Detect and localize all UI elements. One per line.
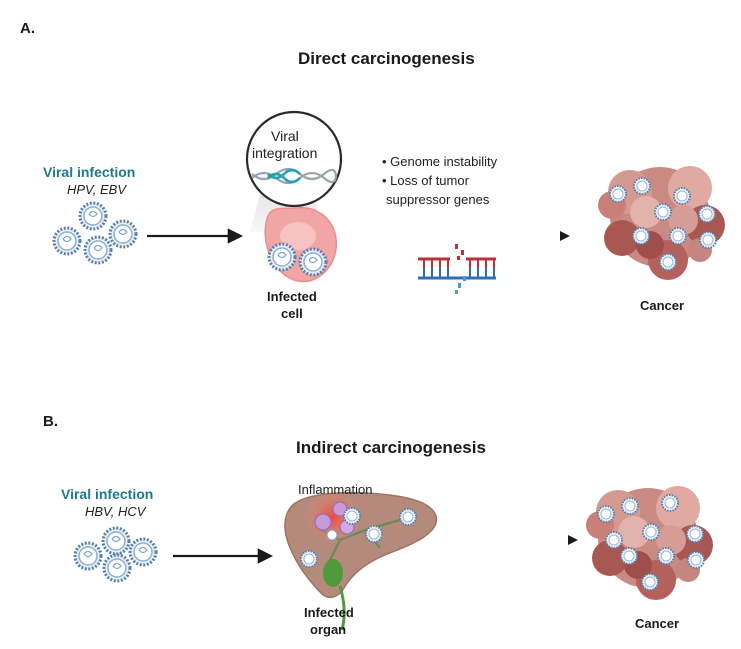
tumor-icon [586, 486, 713, 600]
panel-b-viruses: HBV, HCV [85, 504, 146, 519]
tumor-icon [598, 166, 725, 280]
panel-b-viral-infection: Viral infection [61, 486, 154, 502]
magnifier-icon [245, 110, 343, 208]
infected-cell-icon [264, 206, 338, 283]
infected-cell-label-line1: Infected [267, 289, 317, 304]
bullet-genome-instability: • Genome instability [382, 154, 498, 169]
liver-icon [284, 489, 438, 631]
virus-icon [52, 201, 138, 265]
infected-cell-label-line2: cell [281, 306, 303, 321]
bullet-suppressor-genes: suppressor genes [386, 192, 490, 207]
infected-organ-label-line2: organ [310, 622, 347, 637]
dna-icon [251, 167, 338, 185]
panel-b-label: B. [43, 413, 58, 430]
infected-organ-label-line1: Infected [304, 605, 354, 620]
integration-label-line2: integration [252, 145, 318, 161]
virus-icon [73, 526, 158, 583]
panel-a-viruses: HPV, EBV [67, 182, 127, 197]
panel-a-viral-infection: Viral infection [43, 164, 136, 180]
panel-a-cancer-label: Cancer [640, 298, 685, 313]
panel-a-label: A. [20, 20, 35, 37]
integration-label-line1: Viral [271, 128, 299, 144]
panel-a-title: Direct carcinogenesis [298, 49, 475, 68]
bullet-loss-of-tumor: • Loss of tumor [382, 173, 469, 188]
inflammation-label: Inflammation [298, 482, 373, 497]
panel-b-cancer-label: Cancer [635, 616, 680, 631]
panel-b-title: Indirect carcinogenesis [296, 438, 486, 457]
dna-icon [418, 244, 496, 294]
